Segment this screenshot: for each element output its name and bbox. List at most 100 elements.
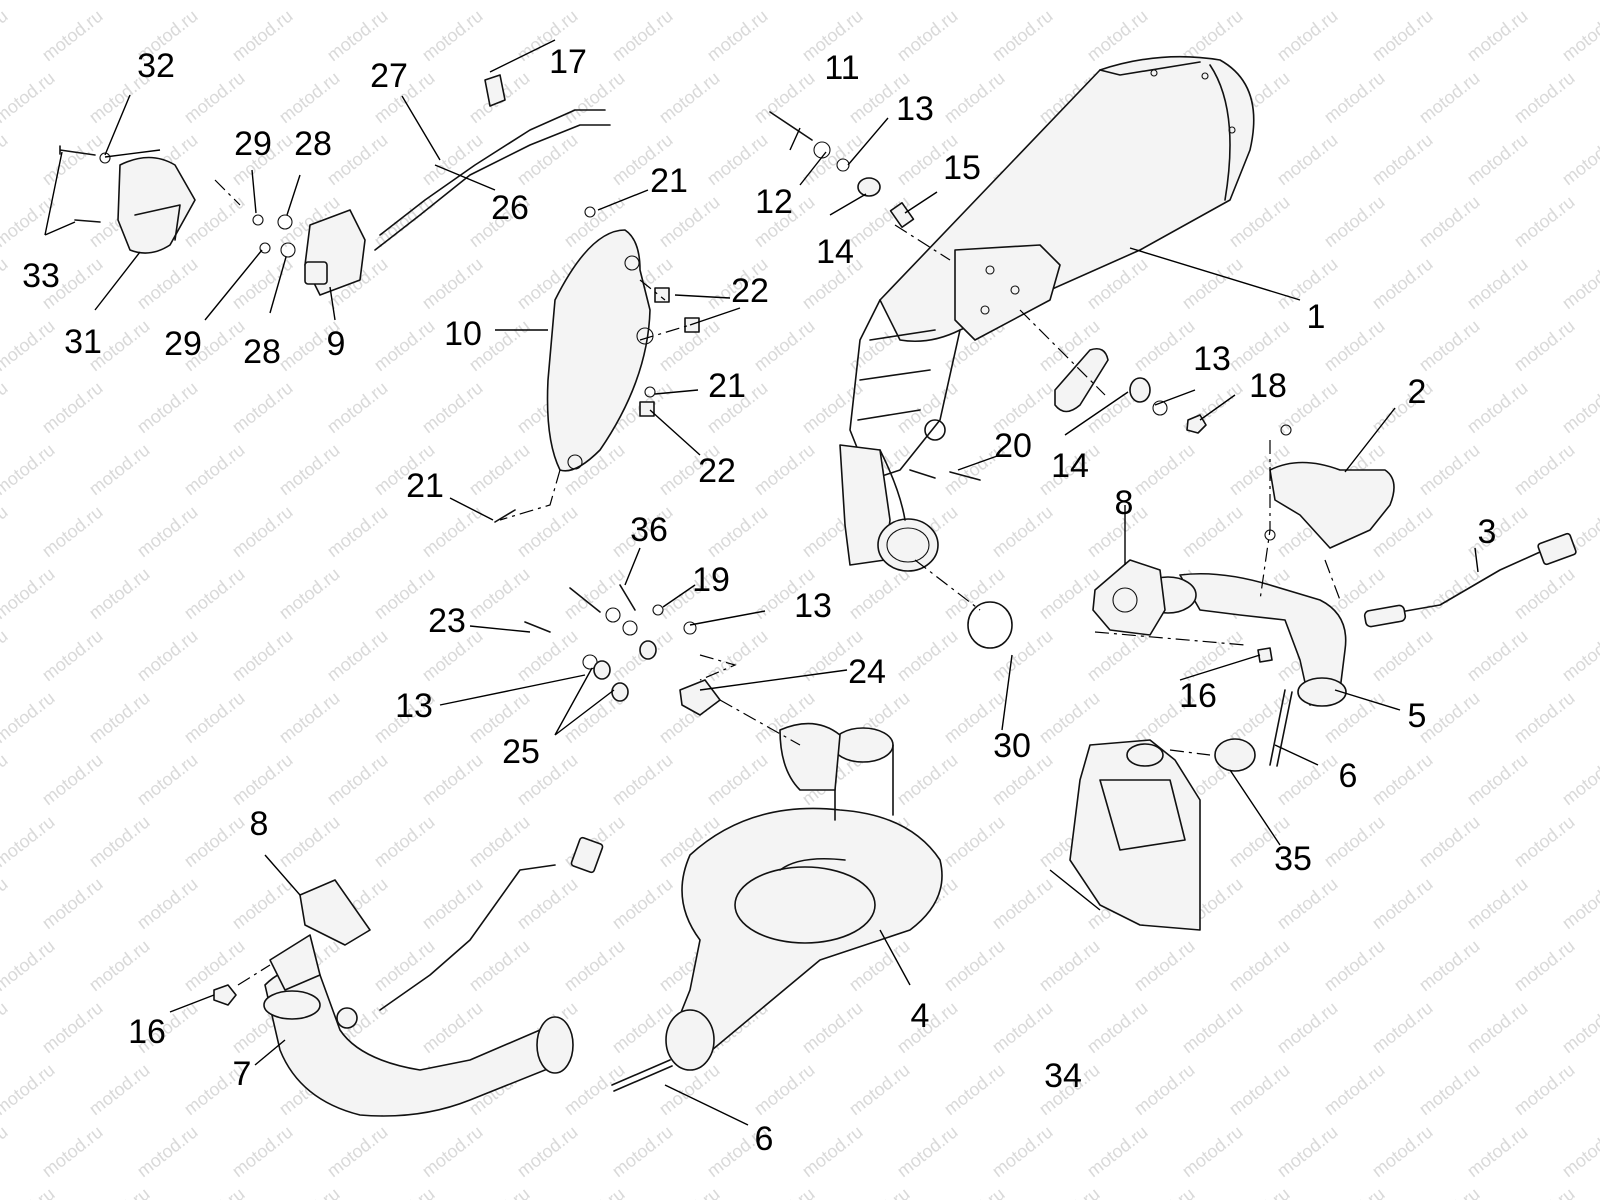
watermark-text: motod.ru	[1035, 1184, 1103, 1200]
callout-13-right: 13	[1193, 340, 1231, 378]
watermark-text: motod.ru	[1225, 0, 1293, 3]
watermark-text: motod.ru	[988, 626, 1056, 686]
watermark-text: motod.ru	[275, 0, 343, 3]
watermark-text: motod.ru	[1320, 936, 1388, 996]
watermark-text: motod.ru	[85, 1060, 153, 1120]
watermark-text: motod.ru	[1273, 750, 1341, 810]
watermark-text: motod.ru	[180, 936, 248, 996]
watermark-text: motod.ru	[133, 378, 201, 438]
watermark-text: motod.ru	[1463, 626, 1531, 686]
watermark-text: motod.ru	[893, 750, 961, 810]
callout-18: 18	[1249, 367, 1287, 405]
watermark-text: motod.ru	[180, 564, 248, 624]
callout-8-left: 8	[250, 805, 269, 843]
watermark-text: motod.ru	[1225, 1184, 1293, 1200]
watermark-text: motod.ru	[0, 1060, 58, 1120]
watermark-text: motod.ru	[1130, 936, 1198, 996]
hanger-bracket	[1054, 347, 1109, 413]
watermark-text: motod.ru	[228, 254, 296, 314]
watermark-text: motod.ru	[1368, 254, 1436, 314]
part-1-silencer	[839, 55, 1255, 572]
callout-labels: 1 2 3 4 5 6 6 7 8 8 9 10 11 12 13 13 13 …	[22, 43, 1496, 1158]
callout-13-left: 13	[395, 687, 433, 725]
watermark-text: motod.ru	[845, 1060, 913, 1120]
watermark-text: motod.ru	[1463, 130, 1531, 190]
watermark-text: motod.ru	[703, 130, 771, 190]
watermark-text: motod.ru	[750, 1184, 818, 1200]
watermark-text: motod.ru	[180, 440, 248, 500]
watermark-text: motod.ru	[513, 1122, 581, 1182]
watermark-text: motod.ru	[465, 440, 533, 500]
watermark-text: motod.ru	[1225, 1060, 1293, 1120]
part-8-gasket-right	[1092, 559, 1166, 636]
watermark-text: motod.ru	[1368, 626, 1436, 686]
callout-25: 25	[502, 733, 540, 771]
watermark-text: motod.ru	[180, 1184, 248, 1200]
watermark-text: motod.ru	[940, 0, 1008, 3]
watermark-text: motod.ru	[608, 750, 676, 810]
callout-29-top: 29	[234, 125, 272, 163]
watermark-text: motod.ru	[1510, 192, 1578, 252]
watermark-text: motod.ru	[0, 316, 58, 376]
part-8-gasket-left	[299, 879, 371, 946]
callout-33: 33	[22, 257, 60, 295]
watermark-text: motod.ru	[1273, 130, 1341, 190]
watermark-text: motod.ru	[85, 440, 153, 500]
watermark-text: motod.ru	[1558, 1122, 1600, 1182]
part-4-collector	[665, 722, 943, 1071]
watermark-text: motod.ru	[560, 936, 628, 996]
watermark-text: motod.ru	[465, 0, 533, 3]
watermark-text: motod.ru	[1463, 254, 1531, 314]
part-26-cable	[374, 124, 611, 251]
watermark-text: motod.ru	[370, 316, 438, 376]
watermark-text: motod.ru	[228, 750, 296, 810]
watermark-text: motod.ru	[1320, 1060, 1388, 1120]
watermark-text: motod.ru	[1463, 378, 1531, 438]
watermark-text: motod.ru	[85, 936, 153, 996]
watermark-text: motod.ru	[1273, 6, 1341, 66]
watermark-text: motod.ru	[1558, 998, 1600, 1058]
watermark-text: motod.ru	[1320, 316, 1388, 376]
watermark-text: motod.ru	[133, 626, 201, 686]
watermark-text: motod.ru	[750, 0, 818, 3]
assembly-lines	[214, 179, 1341, 986]
watermark-text: motod.ru	[465, 812, 533, 872]
watermark-text: motod.ru	[228, 626, 296, 686]
callout-31: 31	[64, 323, 102, 361]
watermark-text: motod.ru	[133, 254, 201, 314]
watermark-text: motod.ru	[560, 1184, 628, 1200]
watermark-text: motod.ru	[1415, 68, 1483, 128]
callout-29-bottom: 29	[164, 325, 202, 363]
watermark-text: motod.ru	[940, 564, 1008, 624]
part-27-cable	[379, 109, 606, 236]
watermark-text: motod.ru	[418, 6, 486, 66]
callout-3: 3	[1478, 513, 1497, 551]
watermark-text: motod.ru	[465, 936, 533, 996]
watermark-text: motod.ru	[1273, 1122, 1341, 1182]
watermark-text: motod.ru	[1415, 812, 1483, 872]
watermark-text: motod.ru	[323, 502, 391, 562]
watermark-text: motod.ru	[38, 750, 106, 810]
watermark-text: motod.ru	[418, 1122, 486, 1182]
watermark-text: motod.ru	[418, 750, 486, 810]
callout-30: 30	[993, 727, 1031, 765]
watermark-text: motod.ru	[798, 378, 866, 438]
part-6-spring-right	[1269, 689, 1293, 767]
watermark-text: motod.ru	[0, 68, 58, 128]
watermark-text: motod.ru	[750, 316, 818, 376]
watermark-text: motod.ru	[1130, 0, 1198, 3]
watermark-text: motod.ru	[988, 874, 1056, 934]
watermark-text: motod.ru	[1510, 1184, 1578, 1200]
actuator-connector	[304, 261, 328, 285]
watermark-text: motod.ru	[513, 626, 581, 686]
part-30-o-ring	[967, 601, 1013, 649]
watermark-text: motod.ru	[1368, 1122, 1436, 1182]
watermark-text: motod.ru	[275, 68, 343, 128]
watermark-text: motod.ru	[0, 626, 11, 686]
watermark-text: motod.ru	[1368, 874, 1436, 934]
watermark-text: motod.ru	[0, 192, 58, 252]
watermark-text: motod.ru	[0, 564, 58, 624]
watermark-text: motod.ru	[1083, 1122, 1151, 1182]
watermark-text: motod.ru	[750, 68, 818, 128]
callout-5: 5	[1408, 697, 1427, 735]
